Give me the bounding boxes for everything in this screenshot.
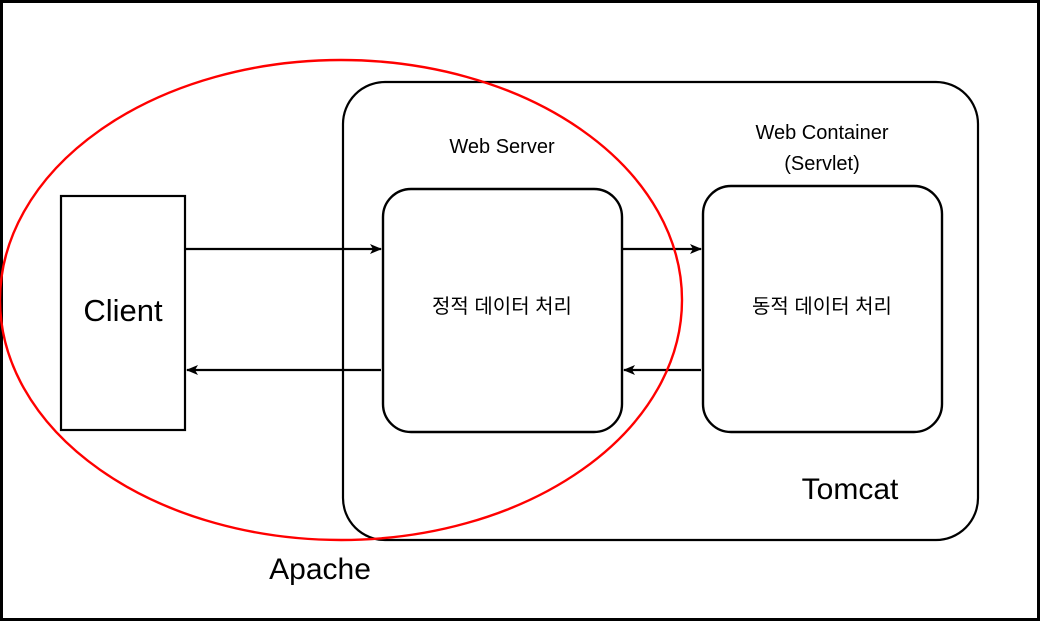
- apache-group-shape: [0, 58, 684, 542]
- client-node-shape: [59, 194, 187, 432]
- web-container-node-shape: [701, 184, 944, 434]
- tomcat-group-shape: [341, 80, 980, 542]
- web-server-node-shape: [381, 187, 624, 434]
- client-node-label: Client: [83, 293, 163, 328]
- web-server-caption: Web Server: [449, 136, 555, 158]
- web-container-node-label: 동적 데이터 처리: [752, 296, 892, 318]
- web-container-caption-line2: (Servlet): [784, 153, 860, 175]
- tomcat-group-label: Tomcat: [801, 473, 899, 506]
- web-container-caption-line1: Web Container: [755, 122, 889, 144]
- apache-group-label: Apache: [269, 553, 371, 586]
- web-server-node-label: 정적 데이터 처리: [432, 296, 572, 318]
